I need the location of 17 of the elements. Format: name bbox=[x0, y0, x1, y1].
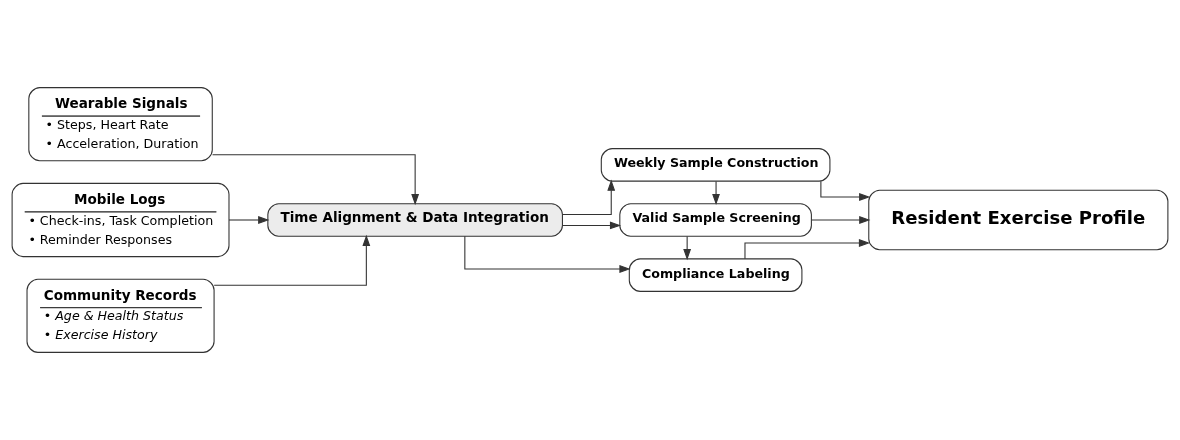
arrow bbox=[562, 221, 622, 230]
arrow bbox=[228, 216, 270, 224]
node-box: Weekly Sample Construction bbox=[600, 148, 831, 182]
node-box: Wearable Signals • Steps, Heart Rate • Acceleration, Duration bbox=[28, 87, 213, 162]
node-box: Time Alignment & Data Integration bbox=[267, 203, 563, 237]
node-box: Compliance Labeling bbox=[628, 258, 803, 292]
node-box: Community Records • Age & Health Status • Exercise History bbox=[26, 278, 215, 353]
arrow bbox=[683, 236, 692, 261]
arrow bbox=[212, 154, 420, 206]
node-box: Resident Exercise Profile bbox=[868, 189, 1169, 251]
arrow bbox=[561, 179, 616, 216]
arrow bbox=[712, 180, 720, 206]
arrow bbox=[464, 235, 631, 273]
node-box: Valid Sample Screening bbox=[619, 203, 812, 237]
node-box: Mobile Logs • Check-ins, Task Completion • Reminder Responses bbox=[11, 182, 230, 258]
arrow bbox=[811, 216, 871, 224]
arrow bbox=[213, 234, 371, 286]
